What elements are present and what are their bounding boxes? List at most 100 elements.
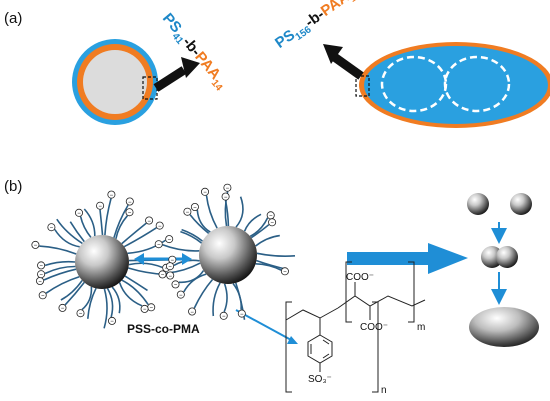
polymer-chain: [45, 275, 80, 294]
svg-text:−: −: [157, 243, 161, 249]
negative-charge-icon: −: [147, 303, 156, 312]
polymer-chain: [123, 227, 157, 248]
svg-text:−: −: [98, 204, 102, 210]
svg-text:−: −: [179, 293, 183, 299]
negative-charge-icon: −: [107, 190, 116, 199]
svg-text:−: −: [174, 283, 178, 289]
svg-text:−: −: [38, 279, 42, 285]
negative-charge-icon: −: [145, 216, 154, 225]
polymer-chain: [69, 221, 85, 243]
negative-charge-icon: −: [36, 276, 45, 285]
charge-markers: −−−−−−−−−−−−−−−−−−−−−−−−−−−−−−−−−−−−−−: [31, 183, 289, 325]
polymer-chain: [99, 209, 104, 236]
svg-text:−: −: [34, 243, 38, 249]
negative-charge-icon: −: [165, 235, 174, 243]
negative-charge-icon: −: [140, 304, 149, 313]
svg-text:−: −: [226, 186, 230, 192]
negative-charge-icon: −: [75, 208, 84, 217]
negative-charge-icon: −: [76, 309, 85, 318]
particle-top-right: [510, 193, 532, 215]
polymer-chain: [232, 283, 243, 310]
negative-charge-icon: −: [37, 270, 46, 279]
particle-dimer-right: [496, 246, 518, 268]
polymer-chain: [60, 279, 83, 301]
polymer-chain: [121, 279, 149, 306]
negative-charge-icon: −: [31, 240, 40, 249]
panel-label-b: (b): [4, 178, 23, 195]
process-arrow: [347, 243, 468, 274]
polymer-chain: [196, 210, 211, 233]
polymer-chain: [212, 282, 221, 317]
negative-charge-icon: −: [96, 201, 105, 210]
svg-text:−: −: [39, 273, 43, 279]
polymer-chain: [181, 228, 203, 242]
negative-charge-icon: −: [125, 197, 134, 206]
polymer-chain: [118, 282, 143, 307]
negative-charge-icon: −: [268, 218, 277, 227]
svg-text:−: −: [224, 195, 228, 201]
structure-pointer-head: [287, 336, 298, 344]
svg-text:−: −: [158, 224, 162, 230]
repeat-index-m: m: [417, 322, 426, 333]
negative-charge-icon: −: [223, 183, 232, 192]
svg-text:−: −: [143, 307, 147, 313]
polymer-chain: [56, 218, 83, 245]
negative-charge-icon: −: [165, 262, 174, 271]
double-arrow: [134, 253, 192, 265]
polymer-chain: [178, 270, 205, 284]
polymer-chain: [243, 213, 262, 232]
svg-text:−: −: [270, 221, 274, 227]
polymer-chain: [223, 283, 228, 313]
svg-text:−: −: [161, 273, 165, 279]
polymer-chain: [224, 200, 230, 227]
polymer-chain: [121, 222, 147, 245]
polymer-chain: [54, 229, 80, 248]
svg-text:−: −: [171, 258, 175, 264]
inner-compartment-right: [443, 55, 511, 113]
corona-left: [39, 198, 169, 329]
polymer-chain: [193, 278, 214, 309]
polymer-chain: [64, 281, 85, 306]
polymer-chain: [124, 275, 148, 292]
polymer-chain: [83, 208, 96, 237]
svg-text:−: −: [79, 312, 83, 318]
polymer-chain: [39, 245, 77, 255]
chemical-structure: [285, 261, 426, 393]
svg-text:−: −: [61, 306, 65, 312]
polymer-chain: [87, 287, 97, 319]
structure-pointer-line: [235, 309, 294, 342]
repeat-index-n: n: [381, 385, 387, 396]
polymer-chain: [189, 214, 210, 235]
negative-charge-icon: −: [190, 202, 199, 211]
svg-text:−: −: [128, 200, 132, 206]
panel-label-a: (a): [4, 10, 23, 27]
zoom-arrow-small: [153, 57, 200, 92]
polymer-chain: [127, 239, 166, 255]
ellipsoid-particle: [469, 307, 539, 347]
polymer-chain: [44, 260, 76, 267]
svg-text:−: −: [186, 210, 190, 216]
negative-charge-icon: −: [58, 303, 67, 312]
nanoparticle-middle: [199, 226, 257, 284]
svg-text:−: −: [269, 214, 273, 220]
svg-text:−: −: [168, 274, 172, 280]
svg-text:−: −: [41, 294, 45, 300]
polymer-chain: [256, 252, 296, 257]
polymer-chain: [111, 286, 121, 314]
large-vesicle: [355, 42, 550, 128]
polymer-chain: [255, 234, 280, 247]
negative-charge-icon: −: [188, 307, 197, 316]
negative-charge-icon: −: [158, 270, 167, 279]
negative-charge-icon: −: [237, 309, 246, 318]
polymer-chain: [250, 224, 270, 239]
polymer-chain: [104, 198, 112, 236]
svg-text:−: −: [110, 193, 114, 199]
svg-text:−: −: [50, 226, 54, 232]
zoom-arrow-large: [323, 44, 364, 80]
small-vesicle: [72, 39, 158, 125]
svg-text:−: −: [149, 306, 153, 312]
svg-text:−: −: [39, 264, 43, 270]
negative-charge-icon: −: [280, 267, 289, 276]
negative-charge-icon: −: [108, 316, 117, 325]
negative-charge-icon: −: [266, 211, 275, 220]
